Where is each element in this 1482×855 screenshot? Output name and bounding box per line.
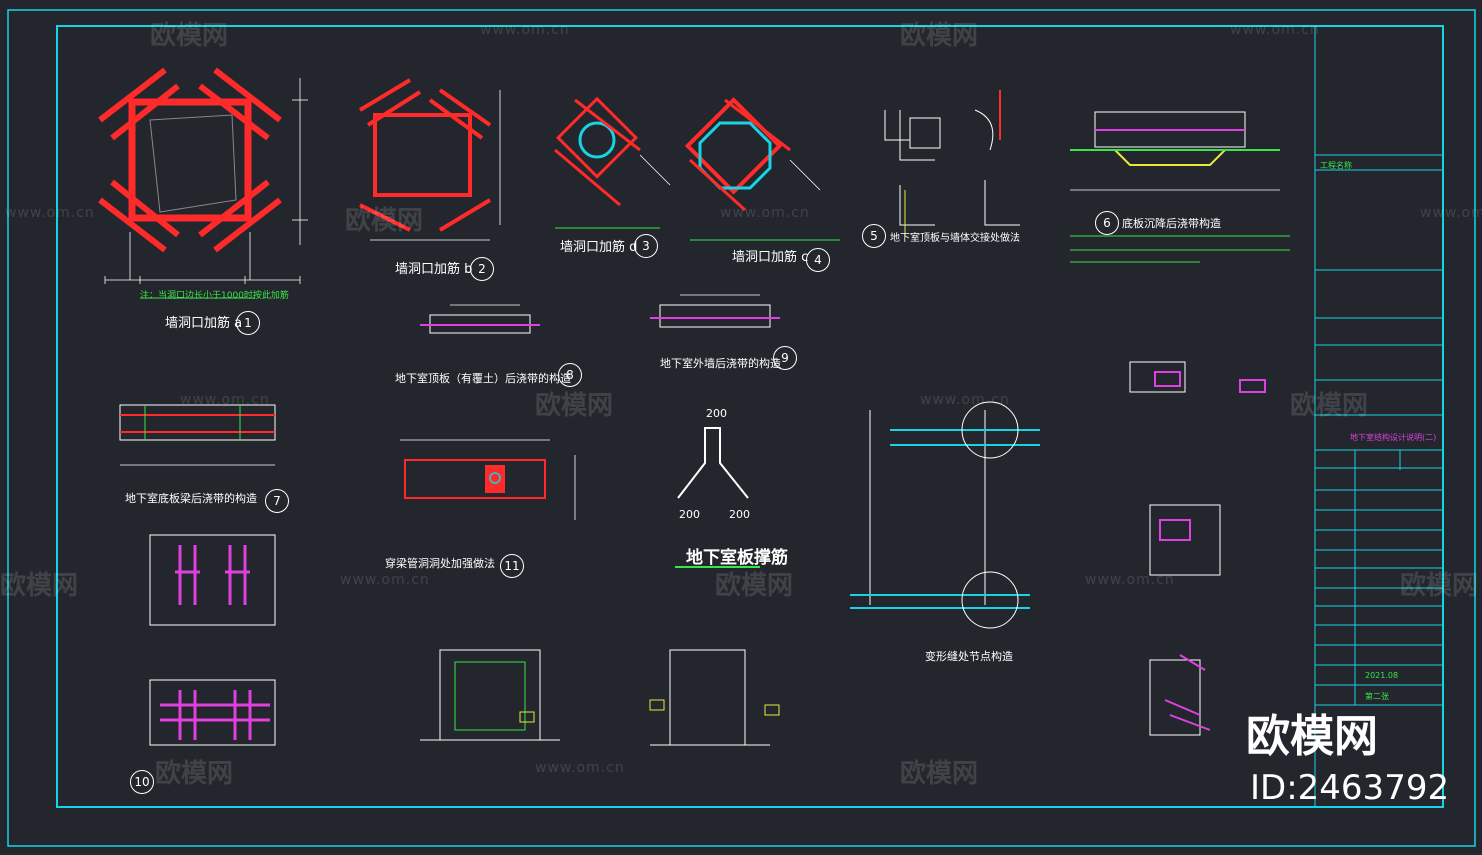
watermark-brand: 欧模网	[0, 571, 79, 601]
detail-8-title: 地下室顶板（有覆土）后浇带的构造	[395, 372, 571, 385]
watermark-brand: 欧模网	[150, 21, 229, 51]
dim-200-top: 200	[706, 407, 727, 420]
watermark-domain: www.om.cn	[1085, 572, 1175, 588]
brand-logo: 欧模网	[1246, 711, 1378, 762]
annotation-lines	[140, 227, 1290, 299]
detail-13-title: 变形缝处节点构造	[925, 650, 1013, 663]
detail-1-title: 墙洞口加筋 a	[165, 316, 243, 331]
inner-frame	[56, 25, 1444, 808]
detail-3-title: 墙洞口加筋 d	[560, 240, 638, 255]
watermark-brand: 欧模网	[715, 571, 794, 601]
detail-6-title: 底板沉降后浇带构造	[1122, 217, 1221, 230]
detail-8-number: 8	[558, 363, 582, 387]
detail-11-drawing	[400, 439, 576, 520]
detail-9-number: 9	[773, 346, 797, 370]
detail-9-drawing	[650, 294, 780, 328]
detail-section-frames	[420, 649, 780, 746]
detail-3-drawing	[554, 96, 671, 207]
detail-4-title: 墙洞口加筋 c	[732, 250, 809, 265]
titleblock-date: 2021.08	[1365, 671, 1399, 680]
watermark-domain: www.om.cn	[180, 392, 270, 408]
detail-9-title: 地下室外墙后浇带的构造	[660, 357, 781, 370]
titleblock-project-label: 工程名称	[1320, 161, 1352, 170]
detail-2-drawing	[358, 78, 501, 241]
detail-1-drawing	[98, 67, 308, 284]
watermark-domain: www.om.cn	[1230, 22, 1320, 38]
detail-2-number: 2	[470, 257, 494, 281]
watermark-domain: www.om.cn	[920, 392, 1010, 408]
watermark-brand: 欧模网	[155, 759, 234, 789]
detail-12-title: 地下室板撑筋	[686, 548, 788, 568]
detail-4-drawing	[684, 97, 821, 212]
detail-11-number: 11	[500, 554, 524, 578]
detail-right-frames	[1129, 361, 1266, 736]
dim-200-right: 200	[729, 508, 750, 521]
watermark-domain: www.om.cn	[1420, 205, 1482, 221]
detail-8-drawing	[420, 304, 540, 334]
watermark-domain: www.om.cn	[340, 572, 430, 588]
detail-12-drawing	[675, 427, 760, 568]
watermark-brand: 欧模网	[345, 206, 424, 236]
dim-200-left: 200	[679, 508, 700, 521]
watermark-brand: 欧模网	[535, 391, 614, 421]
detail-10-number: 10	[130, 770, 154, 794]
detail-3-number: 3	[634, 234, 658, 258]
model-id: ID:2463792	[1250, 768, 1450, 808]
titleblock-sheet: 第二张	[1365, 692, 1389, 701]
detail-7-title: 地下室底板梁后浇带的构造	[125, 492, 257, 505]
detail-4-number: 4	[806, 248, 830, 272]
detail-2-title: 墙洞口加筋 b	[395, 262, 473, 277]
detail-6-number: 6	[1095, 211, 1119, 235]
watermark-domain: www.om.cn	[480, 22, 570, 38]
detail-13-drawing	[850, 401, 1040, 629]
detail-1-note: 注：当洞口边长小于1000时按此加筋	[140, 291, 289, 301]
watermark-brand: 欧模网	[900, 759, 979, 789]
outer-frame	[7, 9, 1476, 847]
detail-5-drawing	[884, 90, 1020, 235]
detail-7-drawing	[119, 404, 276, 466]
watermark-brand: 欧模网	[1290, 391, 1369, 421]
detail-10-drawing	[149, 534, 276, 746]
watermark-brand: 欧模网	[1400, 571, 1479, 601]
detail-5-number: 5	[862, 224, 886, 248]
title-block	[1314, 26, 1443, 807]
detail-11-title: 穿梁管洞洞处加强做法	[385, 557, 495, 570]
watermark-domain: www.om.cn	[5, 205, 95, 221]
watermark-domain: www.om.cn	[535, 760, 625, 776]
watermark-domain: www.om.cn	[720, 205, 810, 221]
detail-6-drawing	[1070, 111, 1280, 191]
detail-7-number: 7	[265, 489, 289, 513]
detail-5-title: 地下室顶板与墙体交接处做法	[890, 233, 1020, 244]
titleblock-drawing-title: 地下室结构设计说明(二)	[1350, 433, 1437, 442]
watermark-brand: 欧模网	[900, 21, 979, 51]
detail-1-number: 1	[236, 311, 260, 335]
